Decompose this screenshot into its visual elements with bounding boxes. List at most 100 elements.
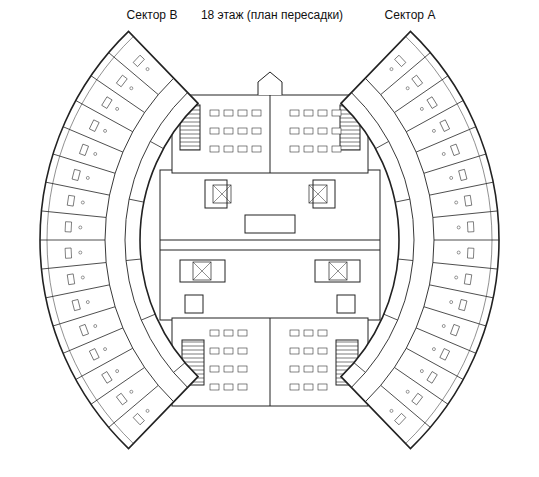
central-core [160, 72, 380, 406]
office-wall [394, 76, 448, 113]
chair [86, 176, 89, 179]
chair [81, 201, 84, 204]
desk [318, 366, 327, 372]
desk [238, 348, 247, 354]
desk [304, 384, 313, 390]
desk [318, 146, 327, 152]
office-wall [429, 285, 493, 298]
desk [332, 128, 341, 134]
desk [133, 413, 144, 424]
desk [72, 299, 80, 310]
desk [238, 366, 247, 372]
furniture [65, 55, 474, 425]
office-wall [91, 76, 145, 113]
office-wings [40, 31, 499, 448]
desk [440, 349, 450, 361]
desk [467, 248, 473, 258]
wall-arc [125, 93, 188, 388]
elevator [329, 262, 347, 280]
inner-wall [129, 199, 144, 202]
chair [442, 152, 445, 155]
desk [89, 349, 99, 361]
office-wall [429, 182, 493, 195]
chair [420, 107, 423, 110]
desk [290, 384, 299, 390]
inner-wall [395, 199, 410, 202]
desk [467, 222, 473, 232]
desk [67, 274, 74, 285]
chair [94, 325, 97, 328]
desk [464, 274, 471, 285]
plan-title: 18 этаж (план пересадки) [199, 8, 345, 22]
desk [318, 384, 327, 390]
chair [116, 107, 119, 110]
desk [210, 384, 219, 390]
sector-label: Сектор А [383, 8, 438, 22]
office-wall [424, 307, 486, 326]
inner-wall [354, 363, 365, 373]
desk [332, 146, 341, 152]
desk [116, 393, 127, 405]
desk [224, 128, 233, 134]
office-wall [91, 367, 145, 404]
desk [210, 146, 219, 152]
office-wall [41, 211, 106, 218]
inner-wall [126, 259, 141, 261]
chair [116, 370, 119, 373]
office-wall [41, 263, 106, 270]
desk [412, 75, 423, 87]
office-wall [424, 154, 486, 173]
office-wall [433, 263, 498, 270]
desk [304, 330, 313, 336]
desk [102, 97, 112, 109]
elevator [213, 185, 231, 203]
chair [104, 348, 107, 351]
desk [238, 384, 247, 390]
chair [146, 409, 149, 412]
desk [238, 128, 247, 134]
chair [455, 276, 458, 279]
desk [290, 146, 299, 152]
chair [450, 176, 453, 179]
desk [440, 120, 450, 132]
chair [79, 251, 82, 254]
desk [332, 110, 341, 116]
chair [442, 325, 445, 328]
chair [457, 226, 460, 229]
chair [406, 87, 409, 90]
office-wall [381, 385, 431, 427]
chair [390, 409, 393, 412]
chair [390, 68, 393, 71]
chair [81, 276, 84, 279]
chair [450, 301, 453, 304]
desk [210, 366, 219, 372]
desk [238, 146, 247, 152]
chair [94, 152, 97, 155]
inner-wall [150, 141, 163, 148]
inner-wall [174, 363, 185, 373]
office-wall [433, 211, 498, 218]
office-wall [46, 285, 110, 298]
chair [420, 370, 423, 373]
desk [304, 348, 313, 354]
desk [464, 195, 471, 206]
chair [130, 87, 133, 90]
desk [304, 366, 313, 372]
desk [290, 348, 299, 354]
desk [210, 110, 219, 116]
inner-wall [384, 314, 398, 320]
desk [67, 195, 74, 206]
chair [130, 390, 133, 393]
chair [455, 201, 458, 204]
chair [432, 348, 435, 351]
elevator [193, 262, 211, 280]
chair [432, 129, 435, 132]
office-wall [53, 307, 115, 326]
desk [224, 330, 233, 336]
office-wall [394, 367, 448, 404]
desk [79, 144, 88, 155]
office-wall [109, 53, 159, 95]
desk [210, 348, 219, 354]
desk [224, 366, 233, 372]
